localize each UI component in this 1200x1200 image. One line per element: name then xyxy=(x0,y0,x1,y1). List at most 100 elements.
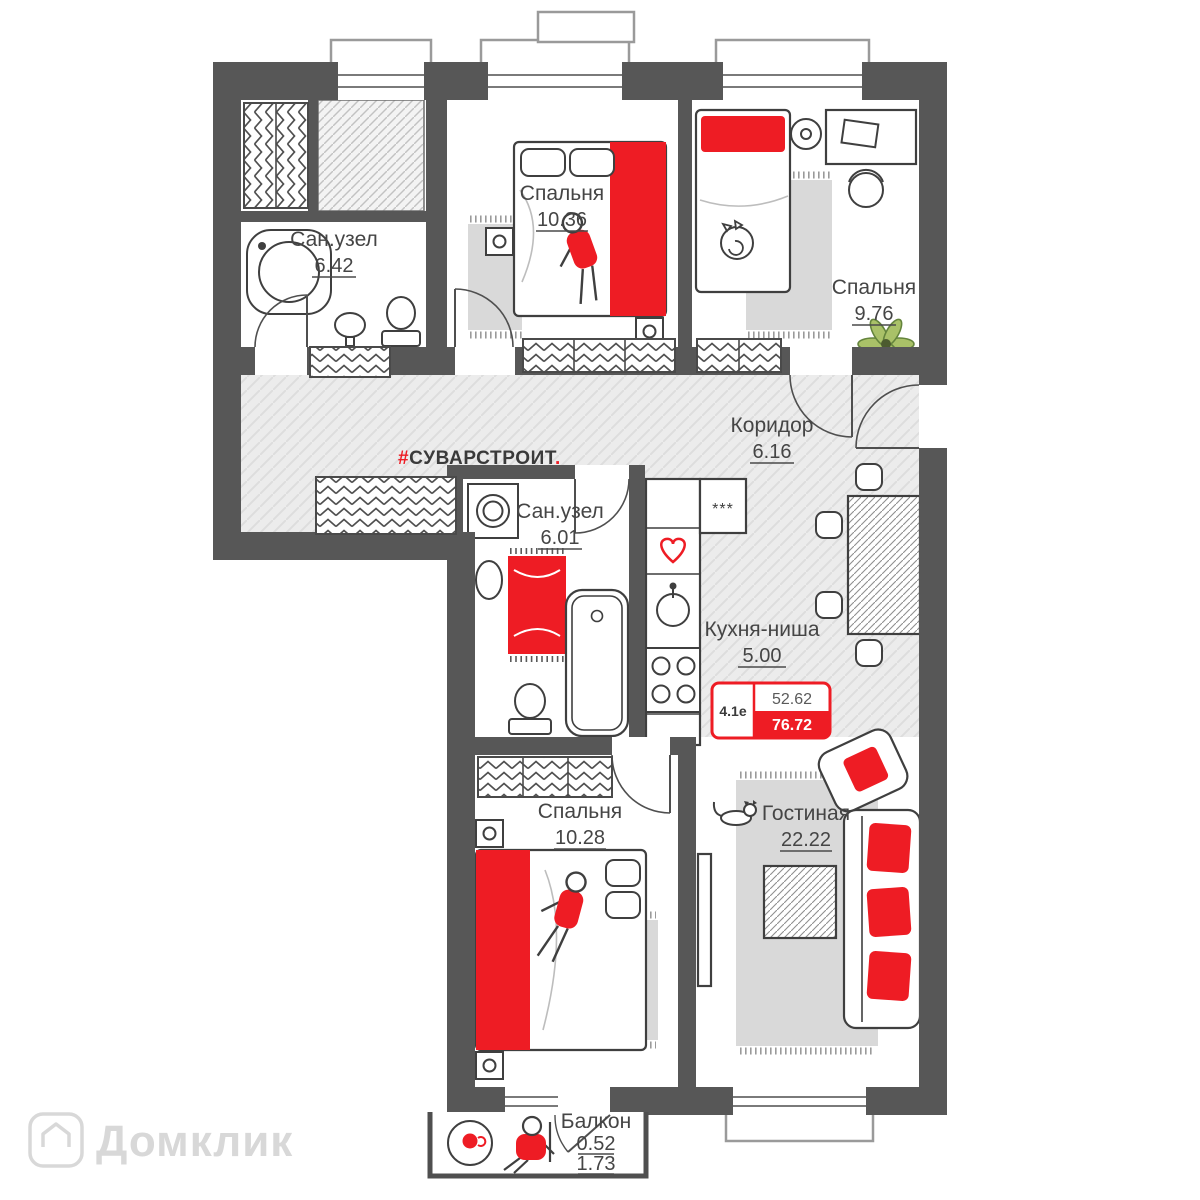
armchair-pillow-red xyxy=(843,746,889,792)
door-opening-bedroom-right xyxy=(790,347,852,375)
brand-dot: . xyxy=(555,448,561,469)
room-label-kitchen: Кухня-ниша 5.00 xyxy=(704,618,820,668)
window-sill xyxy=(479,38,631,66)
balcony xyxy=(427,1112,649,1179)
room-label-bathroom-mid: Сан.узел 6.01 xyxy=(516,500,604,550)
room-area: 10.28 xyxy=(555,827,605,849)
window-sill-bottom xyxy=(724,1111,875,1143)
pc-fan-icon xyxy=(790,118,822,150)
window-top-3 xyxy=(723,62,862,100)
room-name: Балкон xyxy=(561,1110,631,1133)
window-living xyxy=(733,1087,866,1115)
kitchen-sink xyxy=(656,582,690,627)
badge-total-area: 76.72 xyxy=(772,717,812,734)
badge-plan-code: 4.1е xyxy=(719,703,746,719)
window-sill xyxy=(329,38,433,66)
door-opening-bathroom-mid xyxy=(575,465,629,479)
door-opening-bedroom-bottom xyxy=(612,737,670,755)
balcony-door-opening xyxy=(505,1087,610,1115)
sofa-pillow-red xyxy=(866,950,912,1002)
room-labels: Сан.узел 6.42 Спальня 10.36 Спальня 9.76… xyxy=(290,182,916,1175)
desk-chair xyxy=(848,168,884,208)
armchair xyxy=(817,728,909,813)
wall-closet-bottom xyxy=(241,211,426,222)
window-top-2 xyxy=(488,62,622,100)
tv xyxy=(696,852,713,988)
doors xyxy=(254,288,947,814)
wall-left-connector xyxy=(213,532,475,560)
cup-icon xyxy=(462,1133,478,1149)
laptop-icon xyxy=(840,118,880,149)
watermark-logo-icon xyxy=(28,1112,84,1168)
pillow-red xyxy=(701,116,785,152)
room-area: 10.36 xyxy=(537,209,587,231)
dining-chair xyxy=(815,511,843,539)
sink-bathroom-top xyxy=(334,312,366,347)
room-area: 6.01 xyxy=(541,527,580,549)
wall-closet-right xyxy=(308,100,318,211)
heart-icon xyxy=(660,537,686,564)
room-area-small: 0.52 xyxy=(577,1133,616,1155)
brand-hash: # xyxy=(398,448,409,469)
room-name: Спальня xyxy=(538,800,622,823)
toilet-bathroom-mid xyxy=(508,683,552,735)
wardrobe-bedroom-top xyxy=(522,338,676,373)
sofa-pillow-red xyxy=(866,822,912,874)
wall-left-lower xyxy=(447,532,475,1115)
room-label-bedroom-top: Спальня 10.36 xyxy=(520,182,604,232)
wall-bathroom-mid-right xyxy=(629,465,645,737)
person-sitting-balcony xyxy=(503,1115,555,1174)
blanket-red xyxy=(476,850,530,1050)
room-name: Гостиная xyxy=(762,802,850,825)
badge-living-area: 52.62 xyxy=(772,691,812,708)
room-name: Коридор xyxy=(731,414,814,437)
nightstand xyxy=(485,227,664,346)
watermark: Домклик xyxy=(28,1112,293,1168)
room-name: Сан.узел xyxy=(290,228,378,251)
wall-bedrooms-divider xyxy=(678,100,692,347)
watermark-text: Домклик xyxy=(96,1117,293,1166)
stove-burner xyxy=(651,684,671,704)
blanket-red xyxy=(610,142,666,316)
pillow xyxy=(605,859,641,887)
rug-red-bathroom xyxy=(508,548,566,662)
badge-total-cell xyxy=(755,711,830,737)
brand-logo: #СУВАРСТРОИТ. xyxy=(398,448,561,469)
room-name: Сан.узел xyxy=(516,500,604,523)
room-name: Спальня xyxy=(520,182,604,205)
stove-burner xyxy=(676,684,696,704)
room-label-bedroom-bottom: Спальня 10.28 xyxy=(538,800,622,850)
stove xyxy=(645,647,701,713)
bathtub xyxy=(564,588,630,738)
room-area-full: 1.73 xyxy=(577,1153,616,1175)
coffee-table xyxy=(762,864,838,940)
room-area: 9.76 xyxy=(855,303,894,325)
room-label-balcony: Балкон 0.52 1.73 xyxy=(561,1110,631,1175)
room-area: 22.22 xyxy=(781,829,831,851)
window-sill xyxy=(714,38,871,66)
shower-cabin xyxy=(246,229,332,315)
room-name: Спальня xyxy=(832,276,916,299)
cat-walking-icon xyxy=(712,800,757,826)
room-label-bedroom-right: Спальня 9.76 xyxy=(832,276,916,326)
wardrobes xyxy=(243,102,782,798)
windows xyxy=(338,62,866,1115)
balcony-frame xyxy=(427,1112,649,1179)
sofa-pillow-red xyxy=(866,886,912,938)
room-area: 6.16 xyxy=(753,441,792,463)
window-top-1 xyxy=(338,62,424,100)
washing-machine xyxy=(467,483,519,539)
person-sleeping-bedroom-bottom xyxy=(536,871,587,963)
dining-table xyxy=(846,494,922,636)
fridge-icon: *** xyxy=(698,477,748,535)
dining-chair xyxy=(815,591,843,619)
room-area: 5.00 xyxy=(743,645,782,667)
stove-burner xyxy=(651,656,671,676)
wardrobe-corridor-top xyxy=(309,346,391,378)
brand-name: СУВАРСТРОИТ xyxy=(409,448,557,469)
entry-door-opening xyxy=(919,385,947,448)
bed-bedroom-bottom xyxy=(474,848,648,1052)
wardrobe-corridor-pocket xyxy=(315,476,457,535)
